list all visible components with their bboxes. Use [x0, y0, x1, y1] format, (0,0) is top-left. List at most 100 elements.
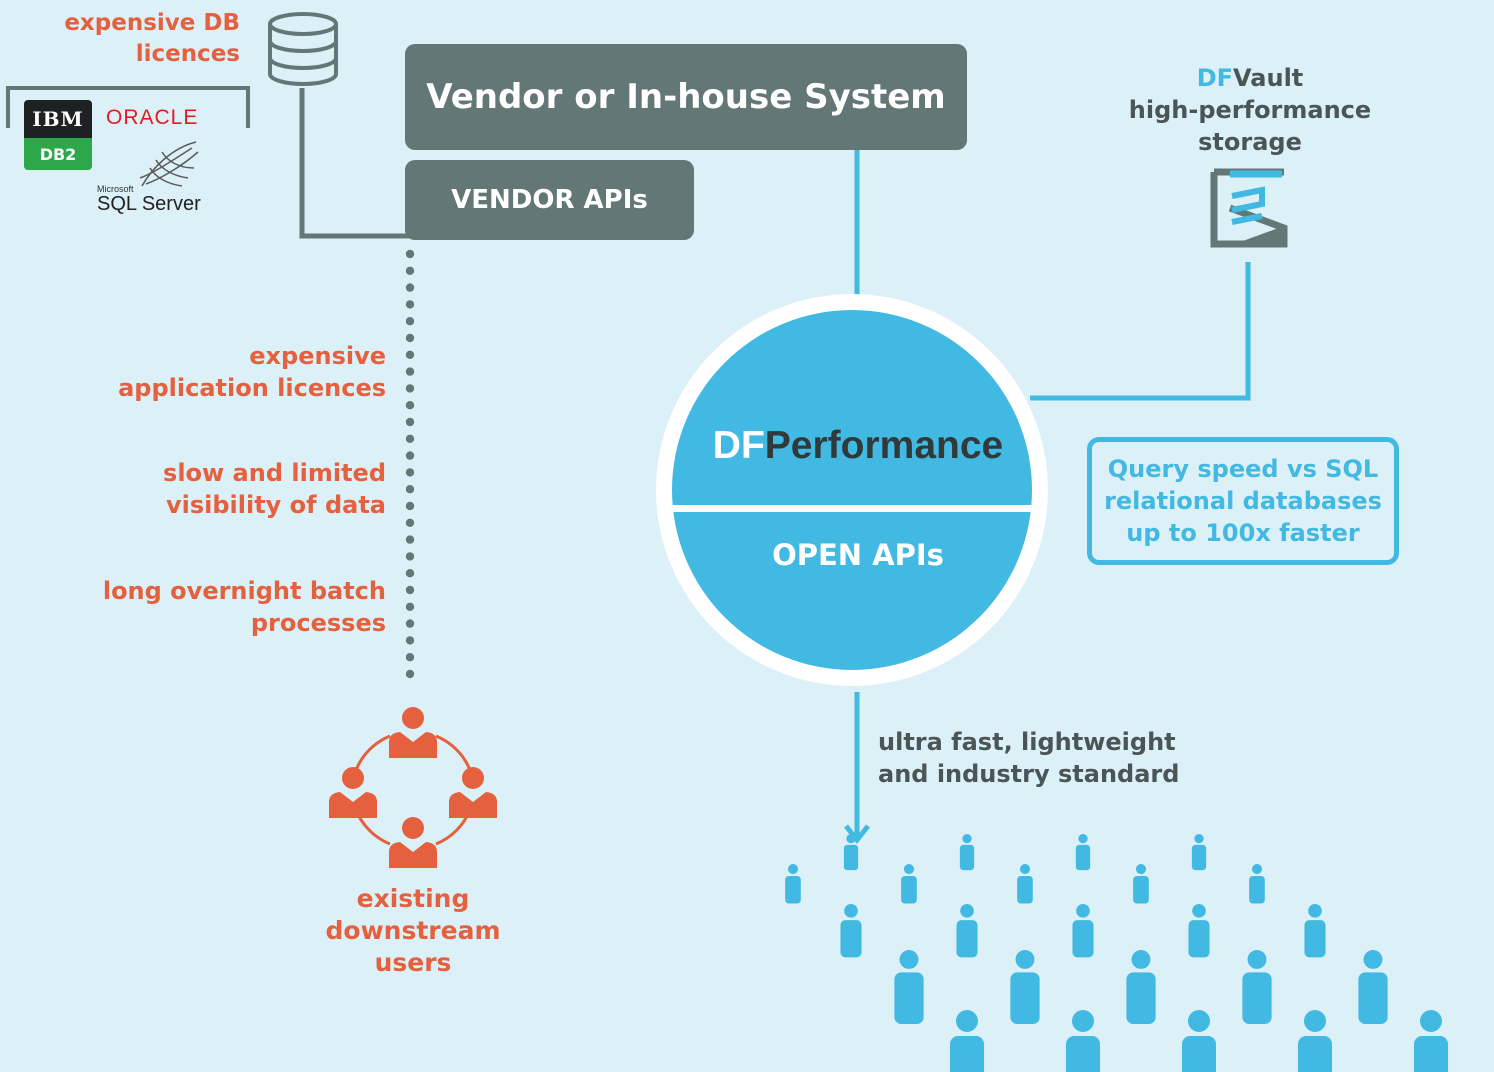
connector-dot [405, 384, 415, 393]
user-group-icon [329, 707, 497, 868]
circle-divider [672, 505, 1032, 512]
connector-dot [405, 552, 415, 561]
crowd-person-body [1249, 875, 1265, 904]
problem-line: processes [250, 609, 386, 637]
crowd-person-body [1358, 972, 1388, 1024]
connector-dot [405, 417, 415, 427]
sql-server-wordmark: SQL Server [97, 193, 201, 215]
dotted-connector [405, 249, 415, 679]
crowd-person-head [956, 1010, 978, 1032]
connector-dot [405, 669, 415, 679]
crowd-person-body [1182, 1036, 1216, 1072]
crowd-person-body [959, 844, 975, 871]
crowd-person-head [787, 864, 799, 875]
downstream-users-line: users [374, 948, 452, 977]
crowd-person-head [960, 904, 974, 918]
microsoft-wordmark: Microsoft [97, 184, 134, 194]
connector-dot [405, 401, 415, 410]
open-apis-note-line: and industry standard [878, 760, 1180, 788]
query-speed-line: Query speed vs SQL [1107, 455, 1379, 483]
ibm-wordmark: IBM [24, 100, 92, 138]
connector-dot [405, 333, 415, 343]
connector-dot [405, 518, 415, 527]
crowd-person-body [1188, 920, 1210, 958]
crowd-person-body [1298, 1036, 1332, 1072]
connector-dot [405, 434, 415, 443]
vendor-apis-box: VENDOR APIs [405, 160, 694, 240]
connector-dot [405, 535, 415, 544]
crowd-person-body [1191, 844, 1207, 871]
crowd-person-head [1192, 904, 1206, 918]
connector-dot [405, 636, 415, 645]
db-connector [299, 88, 410, 239]
db-licence-line: expensive DB [64, 10, 240, 36]
crowd-person-body [1133, 875, 1149, 904]
connector-dot [405, 602, 415, 611]
db-licence-label: expensive DB licences [20, 8, 240, 70]
connector-dot [405, 300, 415, 309]
crowd-person-head [1072, 1010, 1094, 1032]
downstream-users-line: existing [356, 884, 470, 913]
connector-dot [405, 485, 415, 494]
dfvault-title: DFVault [1110, 62, 1390, 94]
crowd-person-body [1075, 844, 1091, 871]
dfperformance-title: DFPerformance [672, 424, 1044, 468]
crowd-person-head [1251, 864, 1263, 875]
crowd-person-body [1072, 920, 1094, 958]
crowd-person-body [1066, 1036, 1100, 1072]
connector-dot [405, 367, 415, 376]
query-speed-box: Query speed vs SQL relational databases … [1087, 437, 1399, 565]
problem-batch-processes: long overnight batch processes [60, 575, 386, 639]
vendor-apis-label: VENDOR APIs [451, 185, 648, 215]
crowd-person-body [1126, 972, 1156, 1024]
group-people [329, 707, 497, 868]
ibm-db2-logo: IBM DB2 [24, 100, 92, 170]
crowd-person-body [956, 920, 978, 958]
crowd-person-body [894, 972, 924, 1024]
connector-dot [405, 585, 415, 595]
open-apis-label: OPEN APIs [772, 538, 944, 572]
problem-line: long overnight batch [102, 577, 386, 605]
connector-dot [405, 501, 415, 511]
crowd-person-head [903, 864, 915, 875]
dfvault-label: DFVault high-performance storage [1110, 62, 1390, 158]
crowd-person-head [844, 904, 858, 918]
connector-dot [405, 317, 415, 326]
downstream-users-label: existing downstream users [300, 883, 526, 979]
dfvault-logo-icon [1210, 168, 1288, 248]
crowd-person-body [1414, 1036, 1448, 1072]
problem-application-licences: expensive application licences [60, 340, 386, 404]
logo-bracket [6, 86, 250, 128]
crowd-person-head [1308, 904, 1322, 918]
connector-dot [405, 653, 415, 662]
sql-server-logo-icon [139, 141, 199, 187]
dfvault-prefix: DF [1196, 64, 1234, 92]
vendor-system-label: Vendor or In-house System [426, 77, 946, 117]
problem-data-visibility: slow and limited visibility of data [60, 457, 386, 521]
query-speed-line: relational databases [1104, 487, 1382, 515]
problem-line: visibility of data [165, 491, 386, 519]
crowd-person-head [1019, 864, 1031, 875]
db2-wordmark: DB2 [24, 138, 92, 170]
crowd-person-body [1242, 972, 1272, 1024]
vendor-system-box: Vendor or In-house System [405, 44, 967, 150]
dfvault-suffix: Vault [1233, 64, 1304, 92]
crowd-person-body [843, 844, 859, 871]
crowd-person-head [1304, 1010, 1326, 1032]
crowd-person-head [1131, 950, 1151, 969]
problem-line: expensive [249, 342, 386, 370]
crowd-person-head [1015, 950, 1035, 969]
crowd-person-head [1078, 834, 1088, 844]
connector-dot [405, 569, 415, 578]
dfvault-line: high-performance [1128, 96, 1372, 124]
crowd-person-body [840, 920, 862, 958]
crowd-person-body [901, 875, 917, 904]
crowd-person-head [899, 950, 919, 969]
crowd-person-head [1194, 834, 1204, 844]
connector-dot [405, 619, 415, 628]
connector-dot [405, 350, 415, 359]
connector-dot [405, 451, 415, 460]
crowd-person-head [1188, 1010, 1210, 1032]
crowd-person-head [1247, 950, 1267, 969]
